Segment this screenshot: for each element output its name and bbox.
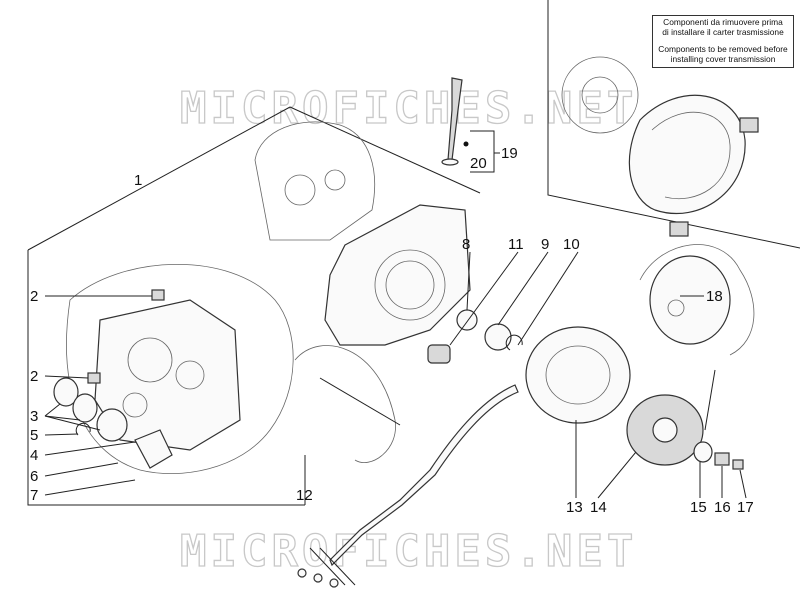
bearing-left-1 [53,377,79,407]
terminal-1 [297,568,307,578]
gear-1 [284,174,316,206]
label-15: 15 [690,499,707,516]
engine-bore-3 [122,392,148,418]
terminal-2 [313,573,323,583]
dowel-pin [87,372,101,384]
leader-9 [497,251,549,326]
knob-bottom [669,221,689,237]
cable-tie [319,377,401,426]
dowel-pin-top [151,289,165,301]
washer [693,441,713,463]
inset-flywheel [561,56,639,134]
notice-spacer [653,37,793,44]
flywheel-cover-inner [385,260,435,310]
leader-10 [517,251,579,346]
leader-2b [44,375,89,379]
wire-2 [319,547,356,586]
bracket-19-20 [470,130,495,173]
leader-11 [449,251,519,346]
harness-detail-outline [294,345,396,463]
label-17: 17 [737,499,754,516]
label-20: 20 [470,155,487,172]
inset-frame [547,0,800,249]
label-1: 1 [134,172,142,189]
bearing-left-3 [96,408,128,442]
detail-connector [704,369,716,431]
notice-english-line-2: installing cover transmission [670,54,776,64]
label-16: 16 [714,499,731,516]
assembly-bracket-right [289,106,481,194]
label-13: 13 [566,499,583,516]
circlip [505,334,523,351]
flywheel-cover [324,204,471,346]
cover-ring-inner [651,111,731,200]
label-12: 12 [296,487,313,504]
label-11: 11 [508,236,524,253]
notice-english-line-1: Components to be removed before [658,44,788,54]
assembly-bracket-top [27,106,291,251]
gear-2 [324,169,346,191]
leader-3a [44,403,61,417]
label-8: 8 [462,236,470,253]
engine-bore-2 [175,360,205,390]
leader-7 [44,479,136,496]
flywheel-cover-opening [374,249,446,321]
flywheel-detail-hub [667,299,685,317]
knob-top [739,117,759,133]
leader-6 [44,462,119,477]
engine-block [94,299,241,451]
removal-notice-box: Componenti da rimuovere prima di install… [652,15,794,68]
circlip-left [75,422,91,436]
engine-rear-outline [254,121,375,241]
screw [732,459,744,470]
terminal-3 [329,578,339,588]
label-18: 18 [706,288,723,305]
wiring-harness [329,384,519,567]
o-ring [441,158,459,166]
engine-block-outline [66,263,294,475]
label-6: 6 [30,468,38,485]
notice-italian-line-1: Componenti da rimuovere prima [663,17,783,27]
nut [714,452,730,466]
label-5: 5 [30,427,38,444]
cover-plate [134,429,173,469]
bushing [427,344,451,364]
bullet-dot [463,141,469,147]
watermark-top: MICROFICHES.NET [180,83,637,134]
flywheel-detail [649,255,731,345]
detail-circle-right [639,244,755,356]
leader-3c [44,415,101,431]
bearing [484,323,512,351]
stator [525,326,631,424]
leader-17 [739,469,747,499]
label-4: 4 [30,447,38,464]
leader-3b [44,415,81,421]
stator-inner [545,345,611,405]
label-7: 7 [30,487,38,504]
rotor-hub [652,417,678,443]
label-9: 9 [541,236,549,253]
wire-1 [309,547,346,586]
watermark-bottom: MICROFICHES.NET [180,526,637,577]
label-19: 19 [501,145,518,162]
label-10: 10 [563,236,580,253]
assembly-bracket [27,250,305,506]
label-2b: 2 [30,368,38,385]
label-3: 3 [30,408,38,425]
bearing-left-2 [72,393,98,423]
label-14: 14 [590,499,607,516]
leader-4 [44,441,136,456]
leader-8 [466,251,471,311]
label-2a: 2 [30,288,38,305]
engine-bore [127,337,173,383]
leader-14 [597,451,637,499]
notice-italian-line-2: di installare il carter trasmissione [662,27,784,37]
leader-5 [44,433,79,436]
inset-flywheel-hub [581,76,619,114]
